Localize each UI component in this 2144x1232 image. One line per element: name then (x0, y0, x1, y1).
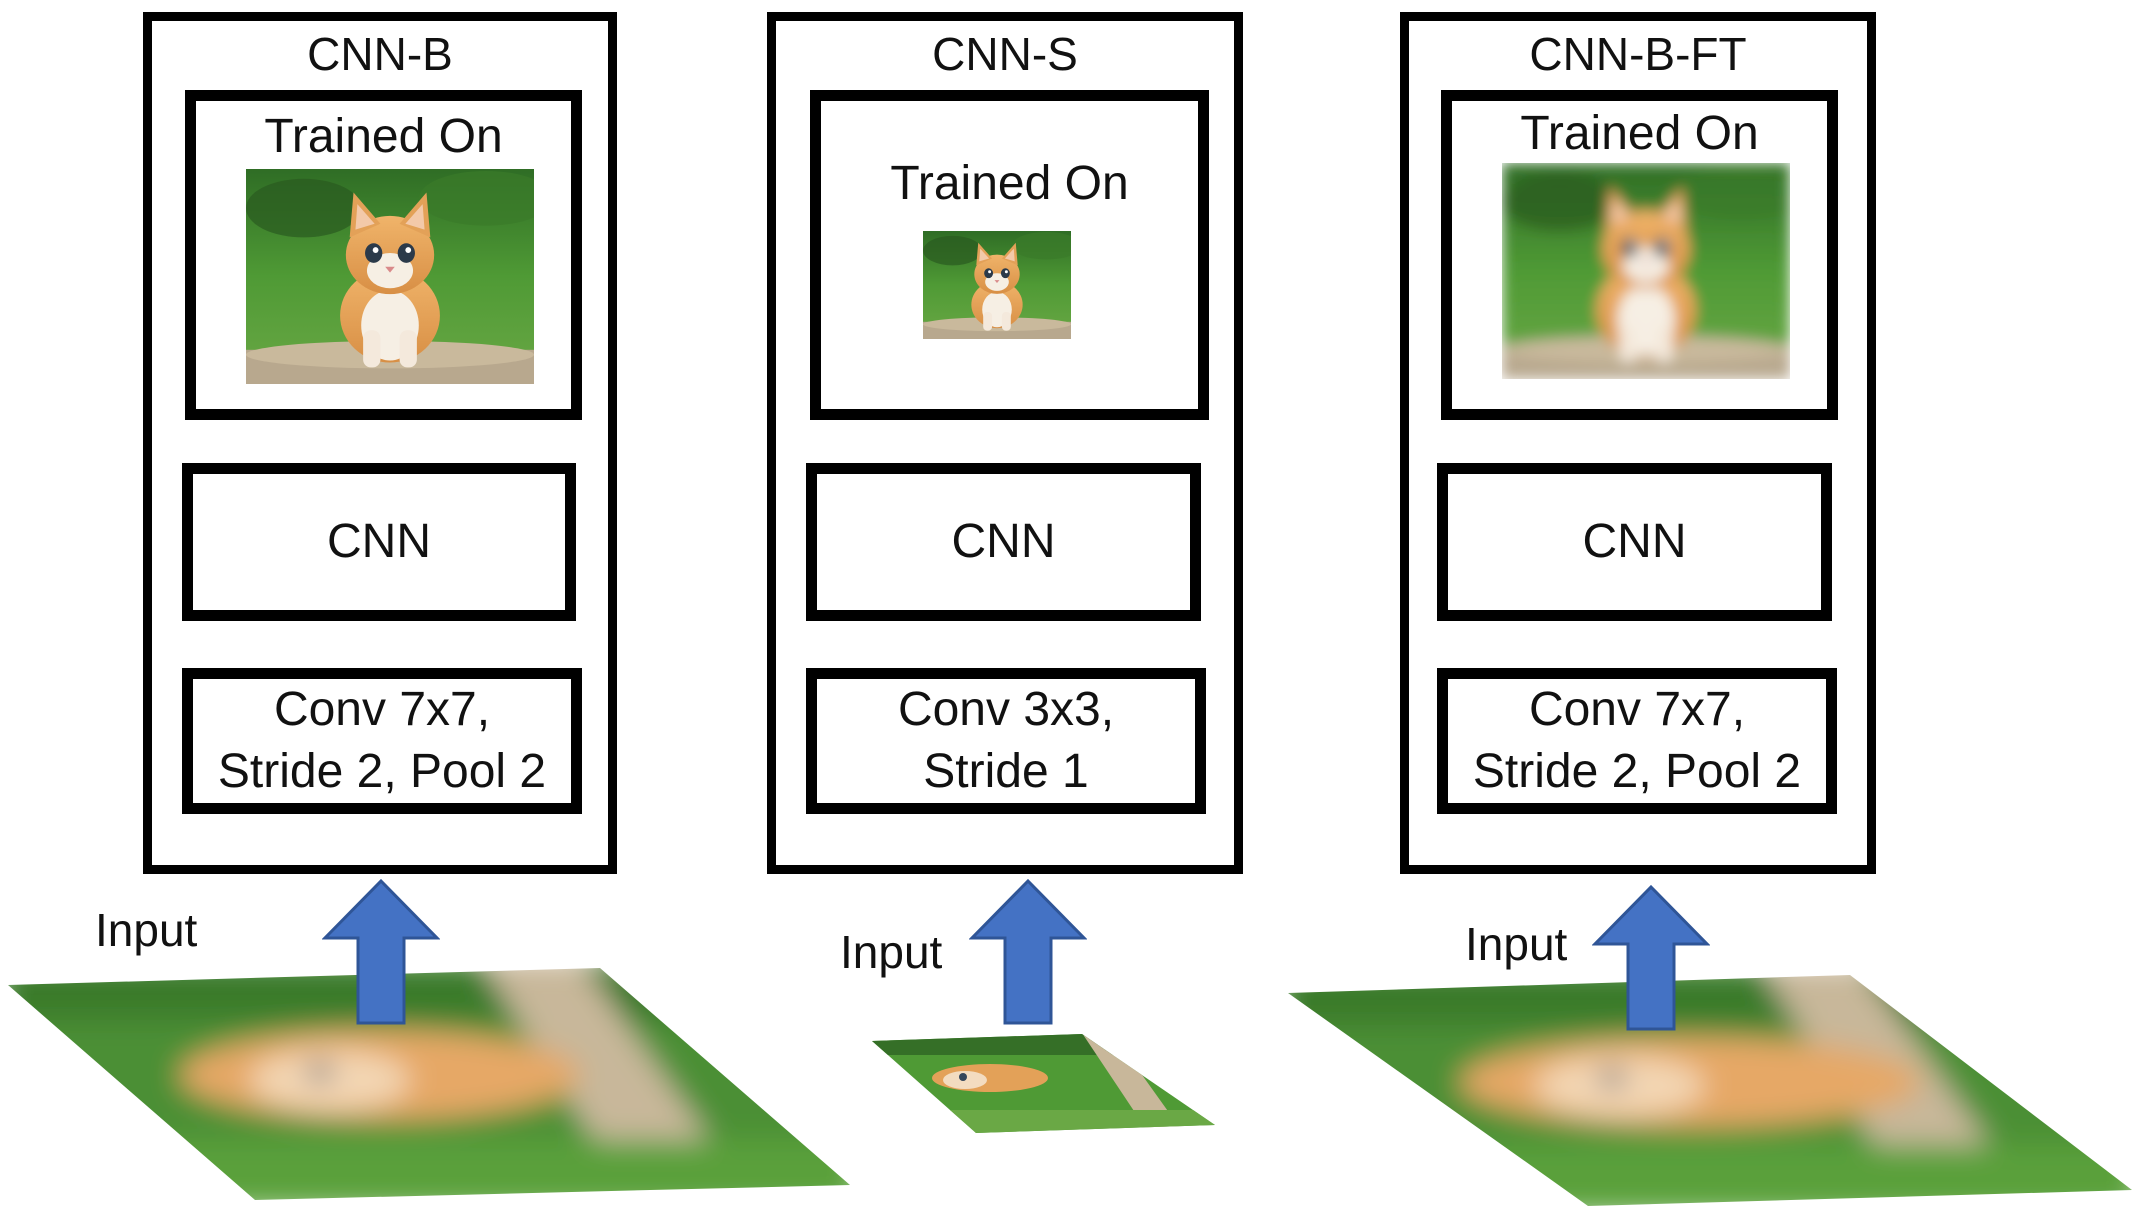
conv-label-line2: Stride 2, Pool 2 (1472, 745, 1802, 798)
conv-box: Conv 7x7, Stride 2, Pool 2 (1437, 668, 1837, 814)
trained-on-label: Trained On (264, 110, 503, 163)
conv-label-line1: Conv 3x3, (897, 682, 1115, 736)
up-arrow-icon (969, 878, 1087, 1025)
cnn-label: CNN (327, 514, 431, 568)
cnn-box: CNN (182, 463, 576, 621)
trained-on-label: Trained On (890, 157, 1129, 210)
conv-box: Conv 7x7, Stride 2, Pool 2 (182, 668, 582, 814)
panel-title: CNN-S (932, 28, 1078, 80)
input-label: Input (840, 926, 943, 978)
panel-title: CNN-B (307, 28, 453, 80)
trained-on-box: Trained On (810, 90, 1209, 420)
conv-label-line1: Conv 7x7, (273, 682, 491, 736)
input-label: Input (95, 904, 198, 956)
cnn-label: CNN (951, 514, 1056, 568)
input-image-plane (872, 1034, 1215, 1133)
trained-on-box: Trained On (1441, 90, 1838, 420)
conv-label-line1: Conv 7x7, (1528, 682, 1746, 736)
input-image-plane (1288, 975, 2132, 1206)
cnn-label: CNN (1582, 514, 1687, 568)
up-arrow-icon (1592, 884, 1710, 1031)
trained-on-box: Trained On (185, 90, 582, 420)
trained-on-label: Trained On (1520, 107, 1759, 160)
panel-title: CNN-B-FT (1529, 28, 1747, 80)
input-label: Input (1465, 918, 1568, 970)
up-arrow-icon (322, 878, 440, 1025)
conv-box: Conv 3x3, Stride 1 (806, 668, 1206, 814)
cnn-box: CNN (1437, 463, 1832, 621)
conv-label-line2: Stride 1 (923, 745, 1089, 798)
cnn-box: CNN (806, 463, 1201, 621)
conv-label-line2: Stride 2, Pool 2 (217, 745, 547, 798)
